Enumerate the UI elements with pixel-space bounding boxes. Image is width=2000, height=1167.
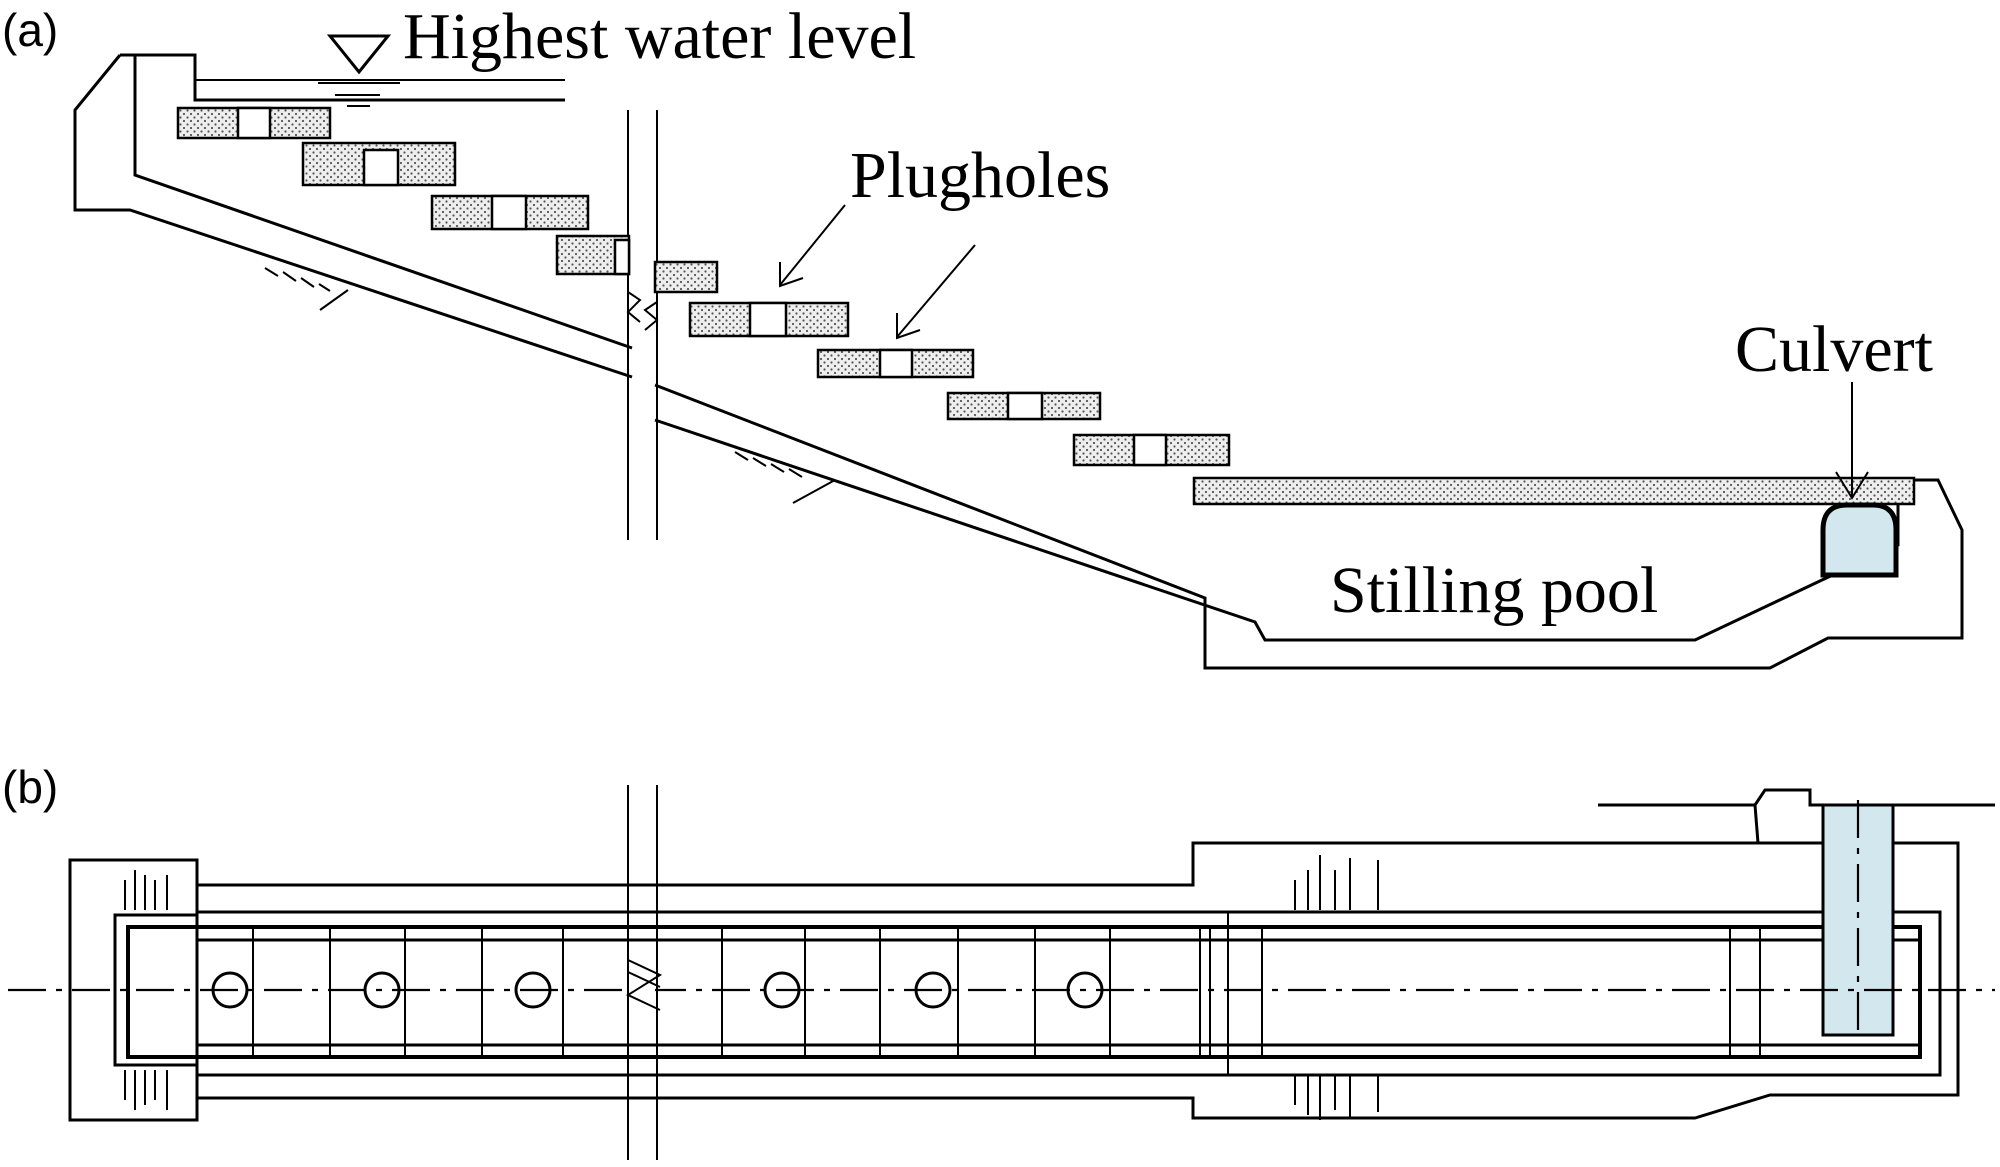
ground-hatch-2 — [734, 451, 836, 504]
inner-wall — [197, 910, 1942, 1077]
water-level-label: Highest water level — [403, 0, 916, 73]
culvert-arrow-icon — [1835, 382, 1869, 500]
top-right-edge — [1598, 788, 1995, 844]
plugholes-a — [236, 106, 1168, 467]
pool-bars — [1294, 855, 1379, 1120]
culvert-plan — [1821, 803, 1895, 1037]
ground-hatch-1 — [264, 267, 349, 311]
water-level-icon — [195, 34, 565, 107]
panel-b: (b) — [2, 761, 1995, 1160]
panel-a-label: (a) — [2, 4, 58, 56]
plughole-arrow-icon — [779, 204, 976, 340]
stilling-pool-label: Stilling pool — [1330, 554, 1658, 627]
side-wall-outline — [197, 841, 1960, 1120]
spillway-inner-upper — [133, 55, 633, 350]
culvert-label: Culvert — [1735, 313, 1933, 386]
panel-a: (a) — [2, 0, 1964, 670]
panel-b-label: (b) — [2, 761, 58, 813]
culvert-section — [1820, 502, 1899, 578]
break-line-b — [625, 785, 663, 1160]
slab-divisions — [196, 912, 1761, 1075]
channel-outline — [126, 925, 1922, 1059]
spillway-body-lower — [654, 383, 1964, 670]
break-line-a — [626, 110, 659, 540]
plugholes-label: Plugholes — [850, 139, 1110, 212]
head-block-bars — [124, 870, 168, 1110]
